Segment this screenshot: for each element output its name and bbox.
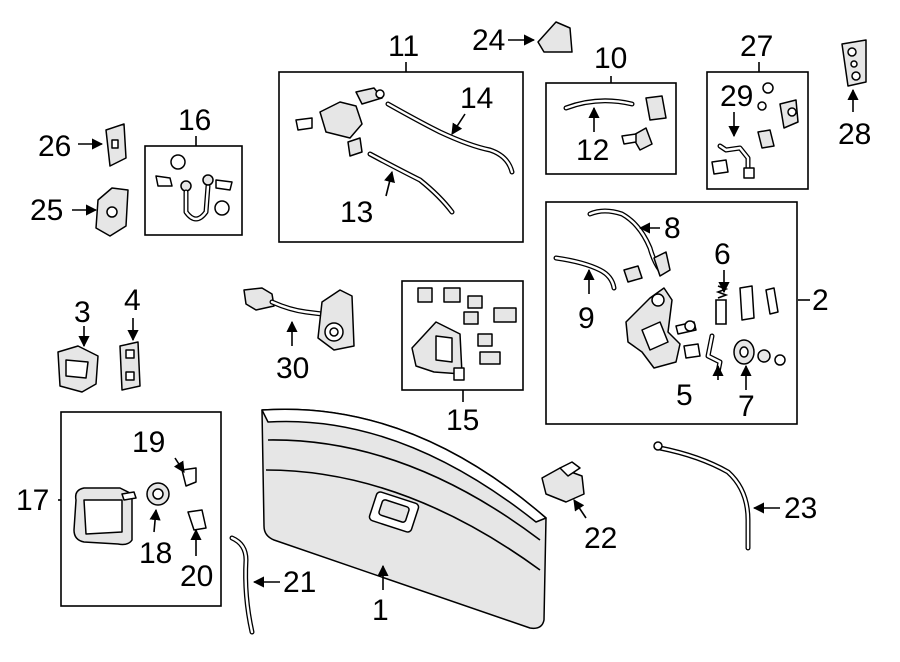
callout-12: 12 bbox=[576, 134, 609, 167]
handle-group-10-parts bbox=[563, 95, 667, 151]
callout-30: 30 bbox=[276, 352, 309, 385]
callout-16: 16 bbox=[178, 104, 211, 137]
callout-25: 25 bbox=[30, 194, 63, 227]
group-box-27 bbox=[706, 71, 809, 190]
cable-part-23 bbox=[653, 441, 751, 551]
handle-group-17-parts bbox=[73, 467, 207, 546]
group-box-16 bbox=[144, 145, 243, 236]
callout-17: 17 bbox=[16, 484, 49, 517]
callout-11: 11 bbox=[388, 30, 419, 63]
striker-part-22 bbox=[541, 461, 585, 503]
callout-27: 27 bbox=[740, 30, 773, 63]
callout-13: 13 bbox=[340, 196, 373, 229]
callout-28: 28 bbox=[838, 118, 871, 151]
strap-group-16-parts bbox=[155, 154, 233, 222]
callout-20: 20 bbox=[180, 560, 213, 593]
callout-23: 23 bbox=[784, 492, 817, 525]
callout-9: 9 bbox=[578, 302, 595, 335]
group-box-11 bbox=[278, 71, 524, 243]
bracket-part-28 bbox=[841, 39, 867, 87]
callout-15: 15 bbox=[446, 404, 479, 437]
actuator-part-30 bbox=[243, 287, 355, 351]
hinge-part-25 bbox=[95, 187, 129, 237]
callout-1: 1 bbox=[372, 594, 389, 627]
lock-group-27-parts bbox=[711, 82, 799, 179]
callout-14: 14 bbox=[460, 82, 493, 115]
latch-group-parts bbox=[553, 208, 786, 375]
callout-3: 3 bbox=[74, 296, 91, 329]
callout-6: 6 bbox=[714, 238, 731, 271]
hinge-part-26 bbox=[105, 123, 127, 167]
callout-2: 2 bbox=[812, 284, 829, 317]
callout-7: 7 bbox=[738, 390, 755, 423]
callout-4: 4 bbox=[124, 284, 141, 317]
hinge-plate-part-4 bbox=[119, 341, 141, 391]
callout-10: 10 bbox=[594, 42, 627, 75]
callout-21: 21 bbox=[283, 566, 316, 599]
callout-8: 8 bbox=[664, 212, 681, 245]
hinge-bracket-part-3 bbox=[57, 345, 99, 393]
tailgate-part bbox=[261, 408, 547, 630]
group-box-2 bbox=[545, 201, 798, 425]
release-group-11-parts bbox=[295, 87, 515, 215]
bumper-part-24 bbox=[537, 21, 573, 53]
seal-strip-part-21 bbox=[229, 535, 255, 635]
group-box-17 bbox=[60, 411, 222, 607]
callout-18: 18 bbox=[139, 537, 172, 570]
callout-19: 19 bbox=[132, 426, 165, 459]
callout-29: 29 bbox=[720, 80, 753, 113]
callout-5: 5 bbox=[676, 379, 693, 412]
callout-24: 24 bbox=[472, 24, 505, 57]
callout-22: 22 bbox=[584, 522, 617, 555]
lock-group-15-parts bbox=[411, 287, 517, 381]
callout-26: 26 bbox=[38, 130, 71, 163]
